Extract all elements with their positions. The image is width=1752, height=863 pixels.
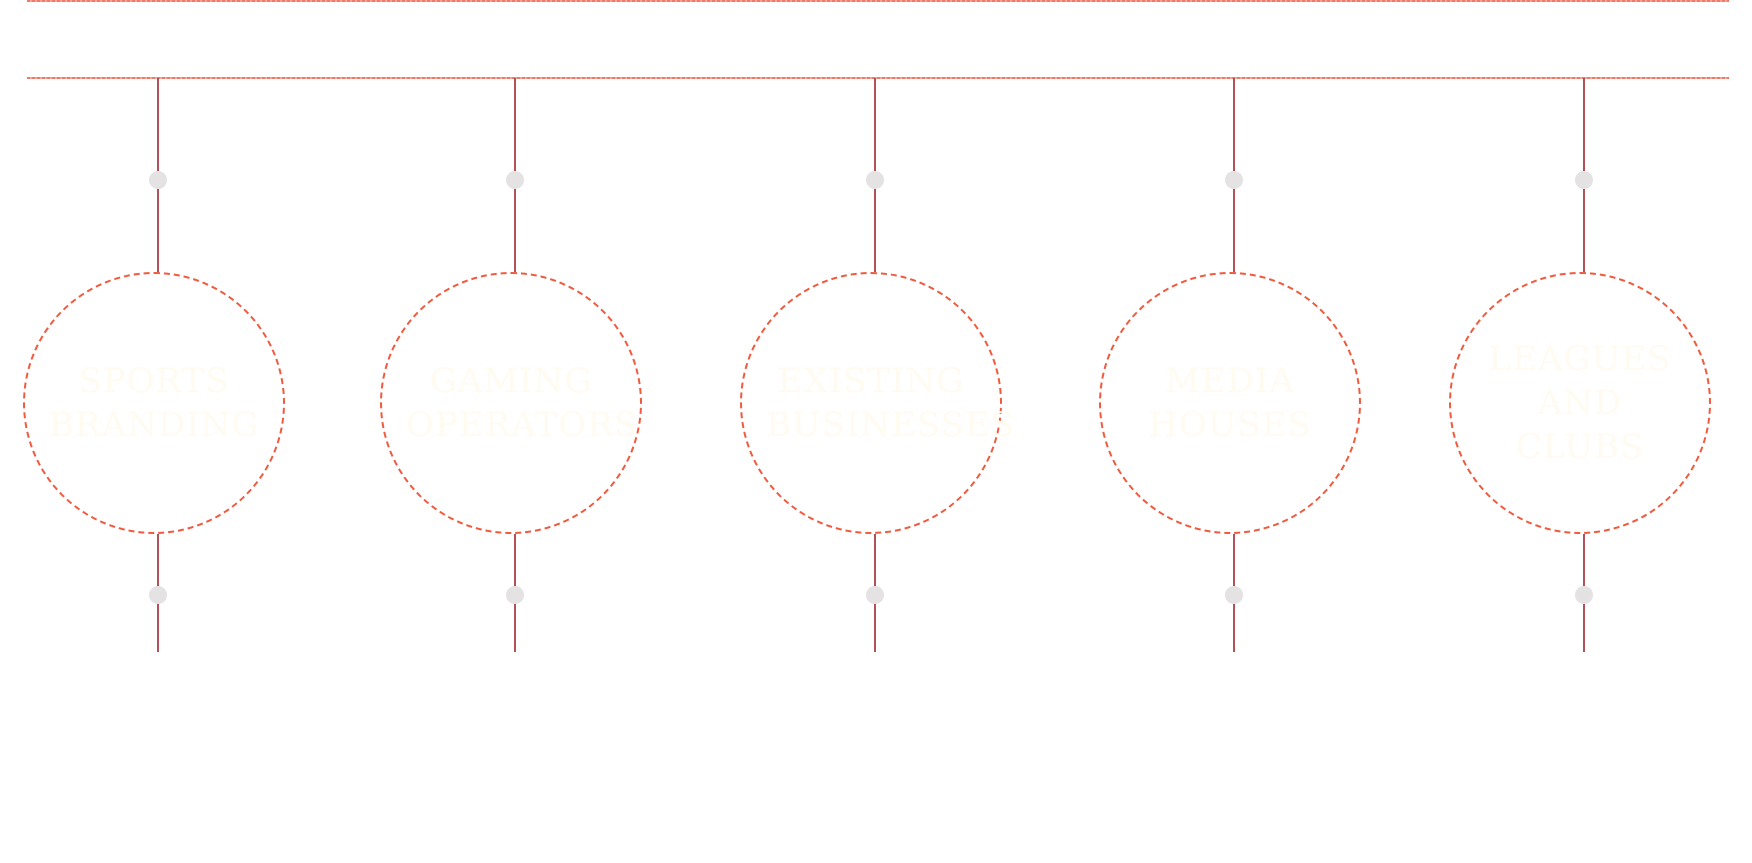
node-circle: LEAGUES AND CLUBS (1449, 272, 1711, 534)
node-existing-businesses: EXISTING BUSINESSES (740, 78, 1016, 652)
node-circle: GAMING OPERATORS (380, 272, 642, 534)
lower-dot (149, 586, 167, 604)
diagram-title (27, 18, 1729, 58)
connector-rule (27, 77, 1729, 79)
node-circle: MEDIA HOUSES (1099, 272, 1361, 534)
node-label: SPORTS BRANDING (49, 361, 260, 445)
node-label: MEDIA HOUSES (1148, 361, 1312, 445)
upper-dot (506, 171, 524, 189)
lower-dot (1575, 586, 1593, 604)
node-label: GAMING OPERATORS (406, 361, 639, 445)
top-rule (27, 0, 1729, 2)
lower-dot (1225, 586, 1243, 604)
lower-dot (506, 586, 524, 604)
lower-dot (866, 586, 884, 604)
node-label: LEAGUES AND CLUBS (1488, 339, 1672, 467)
upper-dot (1225, 171, 1243, 189)
upper-dot (866, 171, 884, 189)
node-media-houses: MEDIA HOUSES (1099, 78, 1369, 652)
node-gaming-operators: GAMING OPERATORS (380, 78, 650, 652)
node-label: EXISTING BUSINESSES (766, 361, 1016, 445)
node-sports-branding: SPORTS BRANDING (23, 78, 293, 652)
node-leagues-and-clubs: LEAGUES AND CLUBS (1449, 78, 1719, 652)
node-circle: SPORTS BRANDING (23, 272, 285, 534)
upper-dot (149, 171, 167, 189)
upper-dot (1575, 171, 1593, 189)
node-circle: EXISTING BUSINESSES (740, 272, 1016, 534)
